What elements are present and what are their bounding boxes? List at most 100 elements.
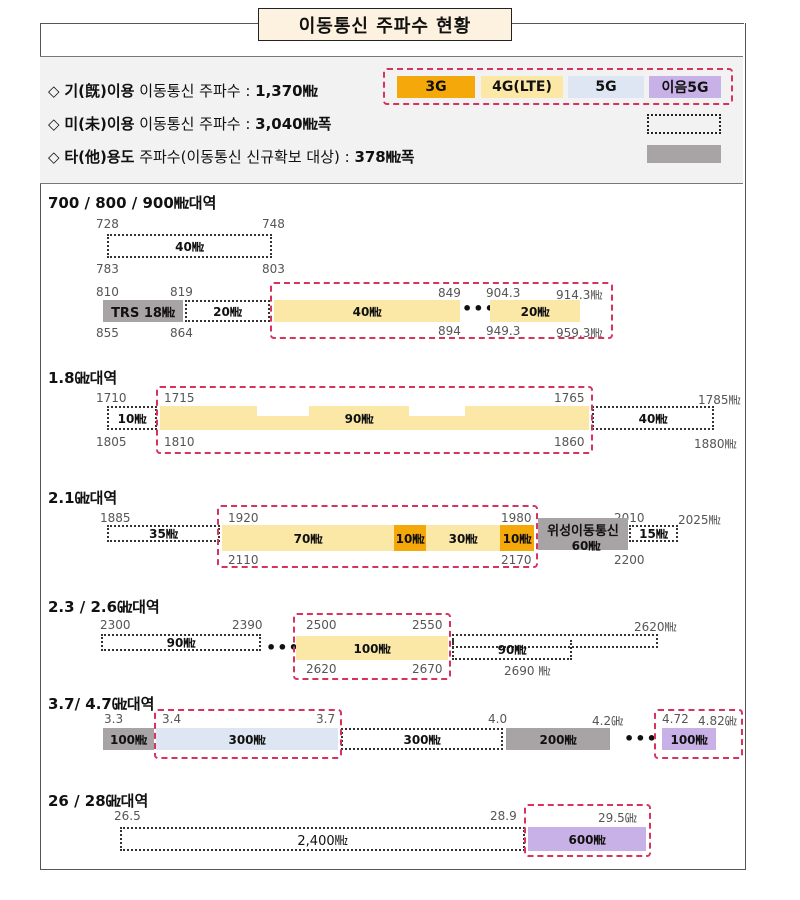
segment-2100-10mhz-3g: 10㎒	[500, 525, 534, 551]
segment-1800-90mhz-lte: 90㎒	[309, 406, 409, 430]
legend-unused-label: 미(未)이용	[64, 115, 135, 133]
freq-label: 855	[96, 326, 119, 340]
freq-label: 2690 ㎒	[504, 664, 551, 678]
freq-label: 803	[262, 262, 285, 276]
page-title: 이동통신 주파수 현황	[258, 8, 512, 41]
freq-label: 819	[170, 285, 193, 299]
legend-bullet: ◇	[48, 148, 65, 166]
freq-label: 3.4	[162, 712, 182, 726]
segment-1800-10mhz: 10㎒	[107, 406, 157, 430]
freq-label: 2500	[306, 618, 337, 632]
highlight-700-used	[270, 282, 613, 339]
freq-label: 4.0	[488, 712, 508, 726]
freq-label: 2620㎒	[634, 620, 677, 634]
freq-label: 2670	[412, 662, 443, 676]
ellipsis: •••	[624, 729, 658, 748]
highlight-3500-used	[154, 709, 342, 759]
segment-4000-200mhz: 200㎒	[506, 728, 610, 750]
freq-label: 2170	[501, 553, 532, 567]
legend-unused: ◇ 미(未)이용 이동통신 주파수 : 3,040㎒폭	[48, 113, 331, 134]
segment-26g-2400mhz: 2,400㎒	[120, 827, 525, 851]
section-title-2300: 2.3 / 2.6㎓대역	[48, 598, 160, 616]
legend-other-desc: 주파수(이동통신 신규확보 대상) :	[134, 148, 355, 166]
segment-28g-600mhz: 600㎒	[528, 827, 646, 851]
freq-label: 904.3	[486, 286, 521, 300]
freq-label: 1785㎒	[698, 393, 741, 407]
freq-label: 1765	[554, 391, 585, 405]
freq-label: 2620	[306, 662, 337, 676]
segment-800-40mhz-lte: 40㎒	[274, 300, 460, 322]
freq-label: 2300	[100, 618, 131, 632]
freq-label: 1710	[96, 391, 127, 405]
legend-used-label: 기(旣)이용	[64, 82, 135, 100]
freq-label: 4.72	[662, 712, 689, 726]
segment-800-20mhz: 20㎒	[185, 300, 270, 322]
freq-label: 894	[438, 324, 461, 338]
segment-1800-lte-part	[465, 406, 589, 430]
freq-label: 2390	[232, 618, 263, 632]
freq-label: 2550	[412, 618, 443, 632]
legend-used-highlight	[383, 68, 733, 105]
freq-label: 29.5㎓	[598, 811, 637, 825]
segment-3300-100mhz: 100㎒	[103, 728, 154, 750]
freq-label: 810	[96, 285, 119, 299]
segment-trs: TRS 18㎒	[103, 300, 183, 322]
legend-swatch-other	[647, 145, 721, 163]
freq-label: 3.7	[316, 712, 336, 726]
legend-unused-desc: 이동통신 주파수 :	[134, 115, 256, 133]
freq-label: 1880㎒	[694, 437, 737, 451]
highlight-1800-used	[156, 386, 593, 454]
freq-label: 1805	[96, 435, 127, 449]
freq-label: 4.2㎓	[592, 714, 624, 728]
legend-other-value: 378㎒폭	[354, 148, 415, 166]
section-title-3700: 3.7/ 4.7㎓대역	[48, 695, 155, 713]
ellipsis: •••	[266, 638, 300, 657]
segment-1800-40mhz: 40㎒	[592, 406, 714, 430]
segment-2600-100mhz-lte: 100㎒	[296, 636, 448, 660]
freq-label: 4.82㎓	[698, 714, 737, 728]
legend-other: ◇ 타(他)용도 주파수(이동통신 신규확보 대상) : 378㎒폭	[48, 146, 415, 167]
legend-used: ◇ 기(旣)이용 이동통신 주파수 : 1,370㎒	[48, 80, 318, 101]
segment-1800-lte-part	[409, 416, 465, 430]
legend-chip-ieum5g: 이음5G	[649, 76, 721, 98]
section-title-2100: 2.1㎓대역	[48, 489, 118, 507]
segment-1800-lte-part	[160, 406, 257, 430]
legend-used-desc: 이동통신 주파수 :	[134, 82, 256, 100]
highlight-2600-used	[293, 613, 451, 680]
segment-700-40mhz: 40㎒	[107, 234, 272, 258]
freq-label: 914.3㎒	[556, 288, 603, 302]
freq-label: 783	[96, 262, 119, 276]
freq-label: 748	[262, 217, 285, 231]
freq-label: 2025㎒	[678, 513, 721, 527]
segment-4720-100mhz-ieum5g: 100㎒	[662, 728, 716, 750]
highlight-2100-used	[217, 505, 538, 568]
section-title-28g: 26 / 28㎓대역	[48, 792, 149, 810]
segment-2100-30mhz-lte: 30㎒	[426, 525, 500, 551]
diagram-frame	[40, 23, 746, 870]
freq-label: 1715	[164, 391, 195, 405]
highlight-28g	[524, 804, 651, 857]
ellipsis: •••	[462, 299, 496, 318]
freq-label: 3.3	[104, 712, 124, 726]
title-rule-right	[510, 23, 744, 24]
segment-1800-lte-part	[257, 416, 309, 430]
freq-label: 2110	[228, 553, 259, 567]
legend-bullet: ◇	[48, 82, 65, 100]
freq-label: 26.5	[114, 809, 141, 823]
segment-2100-35mhz: 35㎒	[107, 525, 220, 542]
segment-900-20mhz-lte: 20㎒	[490, 300, 580, 322]
legend-other-label: 타(他)용도	[64, 148, 135, 166]
title-rule-left	[40, 23, 258, 24]
legend-chip-3g: 3G	[397, 76, 475, 98]
legend-chip-4g: 4G(LTE)	[481, 76, 563, 98]
legend-unused-value: 3,040㎒폭	[255, 115, 332, 133]
segment-2100-10mhz-3g: 10㎒	[394, 525, 426, 551]
legend-used-value: 1,370㎒	[255, 82, 318, 100]
segment-3500-300mhz-5g: 300㎒	[156, 728, 338, 750]
segment-2300-90mhz: 90㎒	[101, 634, 261, 651]
legend-chip-5g: 5G	[568, 76, 644, 98]
freq-label: 1885	[100, 511, 131, 525]
satellite-width: 60㎒	[571, 539, 601, 553]
freq-label: 728	[96, 217, 119, 231]
legend-swatch-unused	[647, 114, 721, 134]
